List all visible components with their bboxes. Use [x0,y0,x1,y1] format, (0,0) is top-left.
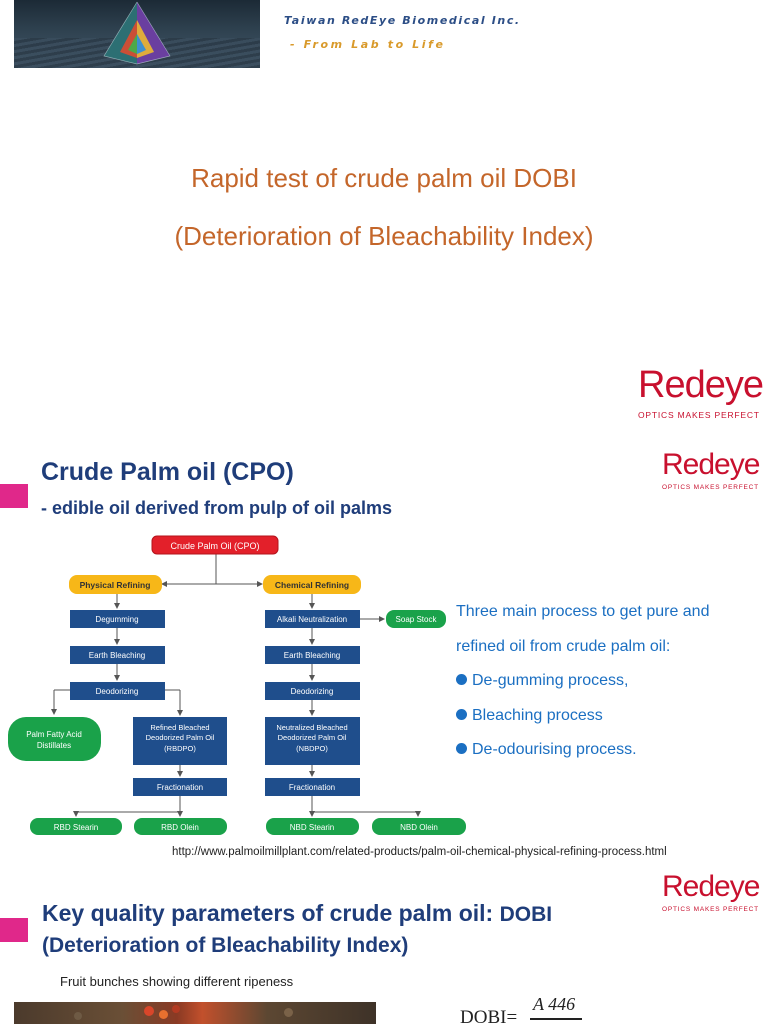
flow-nbdpo-line3: (NBDPO) [296,744,328,753]
flow-rbd-olein: RBD Olein [161,823,199,832]
slide-title: Key quality parameters of crude palm oil… [42,900,553,926]
fruit-bunches-photo [14,1002,376,1024]
redeye-logo: Redeye OPTICS MAKES PERFECT [638,364,764,420]
company-slogan: - From Lab to Life [290,38,446,51]
flow-rbd-stearin: RBD Stearin [54,823,98,832]
bullet-icon [456,743,467,754]
flow-chemical-refining: Chemical Refining [275,580,349,590]
list-item: De-gumming process, [456,672,709,707]
slide-title: Crude Palm oil (CPO) [41,458,294,486]
formula-numerator: A 446 [533,994,576,1014]
flow-pfad-line2: Distillates [37,741,71,750]
summary-line: refined oil from crude palm oil: [456,637,671,655]
company-name: Taiwan RedEye Biomedical Inc. [284,14,521,27]
accent-marker [0,484,28,508]
accent-marker [0,918,28,942]
list-item: Bleaching process [456,707,709,742]
photo-caption: Fruit bunches showing different ripeness [60,974,294,989]
logo-wordmark: Redeye [638,364,764,406]
title-slide: Taiwan RedEye Biomedical Inc. - From Lab… [0,0,768,440]
redeye-logo: Redeye OPTICS MAKES PERFECT [662,870,760,913]
logo-tagline: OPTICS MAKES PERFECT [662,484,759,491]
flow-fractionation: Fractionation [157,783,203,792]
title-accent: DOBI [499,903,553,926]
flow-rbdpo-line1: Refined Bleached [150,723,209,732]
cpo-slide: Crude Palm oil (CPO) - edible oil derive… [0,440,768,870]
flow-root: Crude Palm Oil (CPO) [170,541,259,551]
redeye-logo: Redeye OPTICS MAKES PERFECT [662,448,760,491]
bullet-icon [456,708,467,720]
summary-line: Three main process to get pure and [456,603,710,620]
flow-rbdpo-line3: (RBDPO) [164,744,196,753]
flow-physical-refining: Physical Refining [80,580,151,590]
slide-subtitle: (Deterioration of Bleachability Index) [174,221,594,251]
flow-nbd-stearin: NBD Stearin [290,823,334,832]
flow-nbdpo-line1: Neutralized Bleached [276,723,347,732]
slide-subtitle: (Deterioration of Bleachability Index) [42,934,409,957]
flow-soap-stock: Soap Stock [396,615,438,624]
formula-lhs: DOBI= [460,1007,518,1024]
flow-fractionation: Fractionation [289,783,335,792]
flow-alkali-neutralization: Alkali Neutralization [277,615,347,624]
dobi-formula: DOBI= A 446 [460,994,590,1024]
flow-earth-bleaching: Earth Bleaching [284,651,340,660]
flow-nbd-olein: NBD Olein [400,823,438,832]
flow-rbdpo-line2: Deodorized Palm Oil [146,733,215,742]
source-link[interactable]: http://www.palmoilmillplant.com/related-… [172,846,667,858]
logo-wordmark: Redeye [662,870,760,903]
prism-icon [103,1,171,65]
logo-tagline: OPTICS MAKES PERFECT [662,906,759,913]
slide-title: Rapid test of crude palm oil DOBI [191,163,577,193]
flow-pfad-line1: Palm Fatty Acid [26,730,82,739]
flow-degumming: Degumming [95,615,138,624]
dobi-slide: Key quality parameters of crude palm oil… [0,870,768,1024]
slide-subtitle: - edible oil derived from pulp of oil pa… [41,498,393,518]
fraction-bar [530,1018,582,1020]
logo-tagline: OPTICS MAKES PERFECT [638,410,760,420]
list-item: De-odourising process. [456,741,709,776]
flow-nbdpo-line2: Deodorized Palm Oil [278,733,347,742]
flow-earth-bleaching: Earth Bleaching [89,651,145,660]
refining-flowchart: Crude Palm Oil (CPO) Physical Refining C… [8,535,466,835]
flow-deodorizing: Deodorizing [96,687,139,696]
prism-photo [14,0,260,68]
flow-deodorizing: Deodorizing [291,687,334,696]
logo-wordmark: Redeye [662,448,760,481]
bullet-icon [456,674,467,685]
process-summary: Three main process to get pure and refin… [456,603,709,776]
